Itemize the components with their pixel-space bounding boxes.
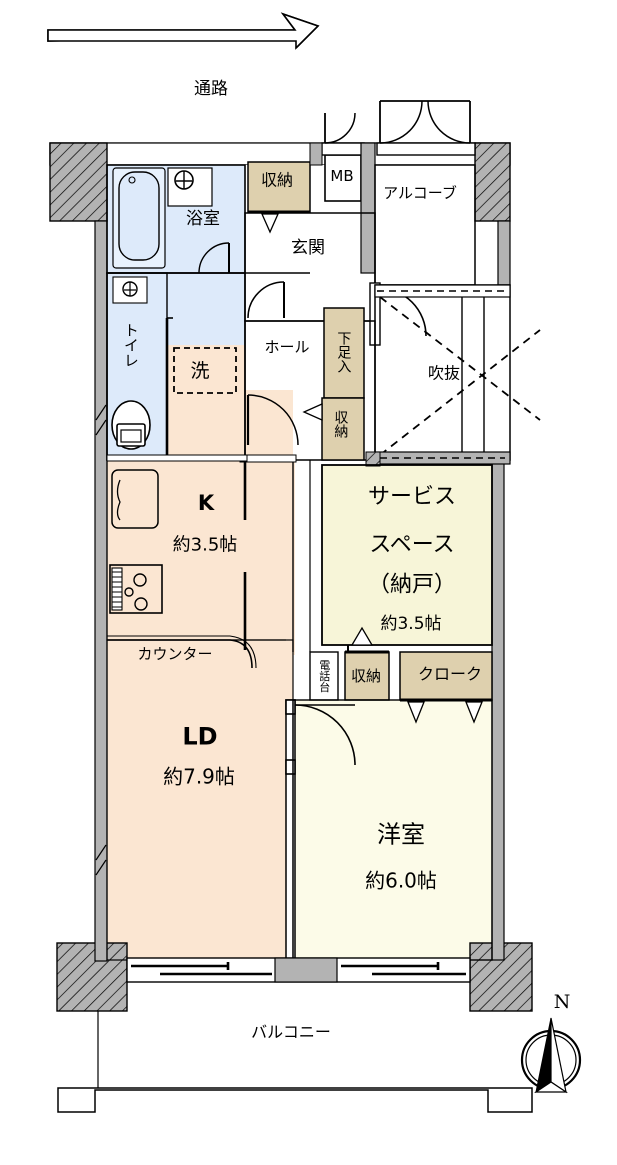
label-north: N bbox=[553, 991, 571, 1014]
label-cloak: クローク bbox=[417, 664, 483, 684]
label-kitchen: K bbox=[197, 490, 215, 515]
balcony bbox=[57, 1011, 533, 1113]
label-ld: LD bbox=[182, 722, 218, 751]
label-service-line1: サービス bbox=[367, 484, 457, 510]
label-mb: MB bbox=[330, 167, 354, 186]
ld-bedroom-partition bbox=[285, 455, 356, 961]
label-void: 吹抜 bbox=[427, 363, 461, 383]
label-bedroom: 洋室 bbox=[377, 820, 425, 849]
corridor-arrow bbox=[47, 12, 320, 50]
label-service-line2: スペース bbox=[369, 532, 455, 558]
label-shoe-cabinet: 下足入 bbox=[335, 331, 352, 373]
label-washer: 洗 bbox=[190, 360, 210, 383]
label-service-area: 約3.5帖 bbox=[380, 614, 442, 635]
label-counter: カウンター bbox=[137, 645, 213, 664]
label-alcove: アルコーブ bbox=[383, 184, 457, 203]
label-genkan: 玄関 bbox=[291, 238, 325, 259]
void-atrium bbox=[365, 284, 541, 467]
alcove-doors bbox=[376, 100, 476, 156]
label-hall-storage: 収納 bbox=[332, 410, 349, 438]
hall-storage bbox=[302, 397, 365, 461]
label-hall: ホール bbox=[264, 338, 310, 357]
bathroom bbox=[106, 164, 246, 274]
shoe-cabinet bbox=[323, 307, 365, 399]
label-service-line3: （納戸） bbox=[367, 572, 457, 598]
compass-rose bbox=[520, 1017, 582, 1094]
label-bedroom-storage: 収納 bbox=[350, 667, 382, 686]
label-phone-stand: 電話台 bbox=[317, 659, 331, 693]
label-kitchen-area: 約3.5帖 bbox=[172, 534, 238, 556]
label-bedroom-area: 約6.0帖 bbox=[365, 868, 437, 893]
label-bathroom: 浴室 bbox=[186, 209, 220, 230]
label-toilet: トイレ bbox=[121, 322, 140, 368]
entry-storage bbox=[247, 161, 311, 234]
structural-columns bbox=[49, 142, 533, 1012]
label-entry-storage: 収納 bbox=[260, 170, 294, 190]
kitchen bbox=[106, 459, 294, 669]
service-space bbox=[321, 464, 493, 652]
mb-box bbox=[321, 112, 365, 202]
balcony-windows bbox=[126, 957, 471, 983]
label-ld-area: 約7.9帖 bbox=[163, 764, 235, 789]
label-balcony: バルコニー bbox=[251, 1022, 331, 1042]
label-corridor: 通路 bbox=[194, 79, 228, 100]
